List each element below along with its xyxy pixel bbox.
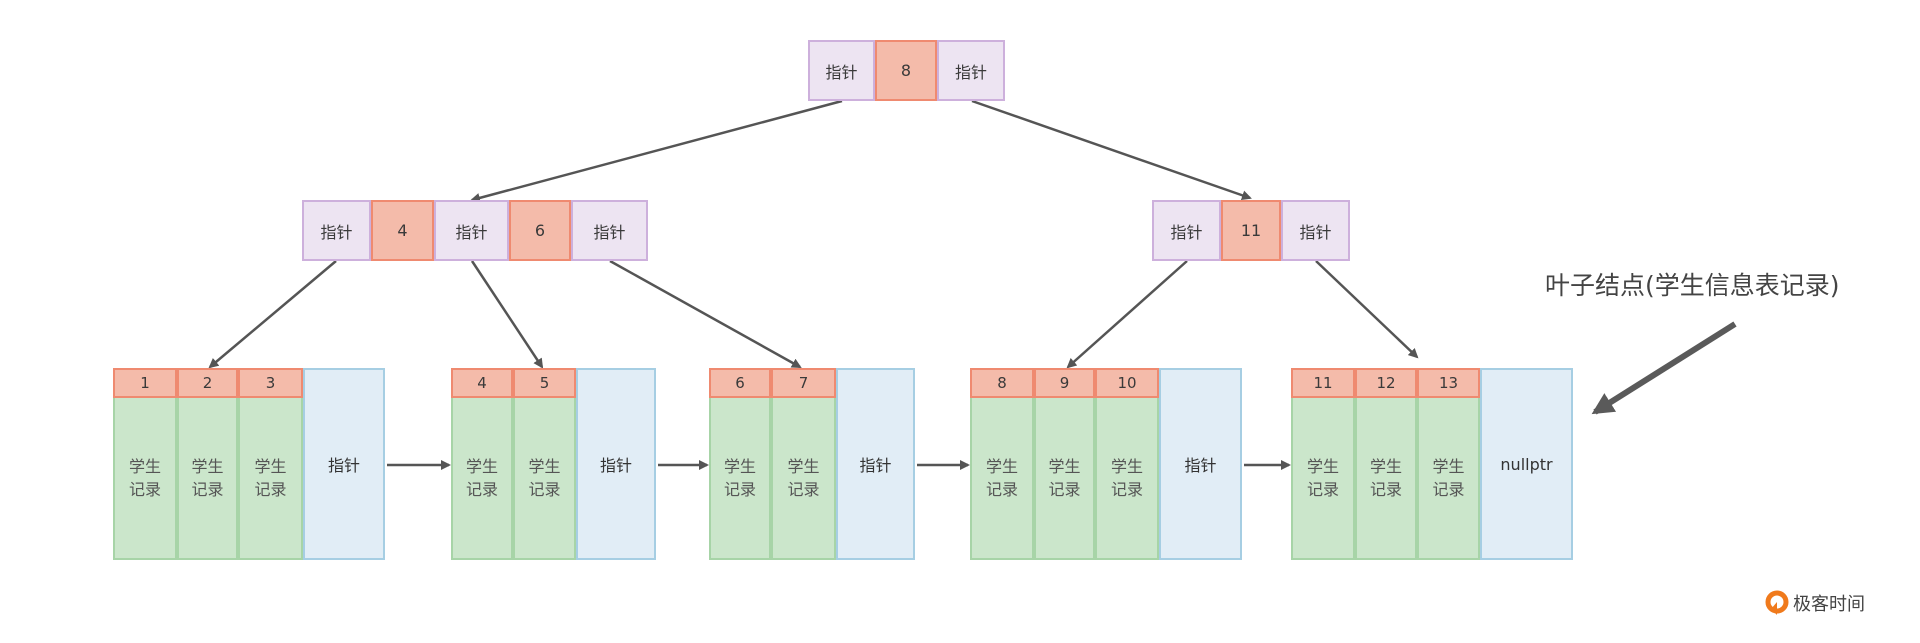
leaf-key-cell: 9	[1034, 368, 1095, 398]
leaf-key-cell: 13	[1417, 368, 1480, 398]
leaf-annotation: 叶子结点(学生信息表记录)	[1545, 271, 1840, 300]
student-record-cell: 学生记录	[177, 396, 238, 560]
student-record-cell: 学生记录	[238, 396, 303, 560]
watermark-logo: 极客时间	[1765, 590, 1865, 616]
student-record-cell: 学生记录	[970, 396, 1034, 560]
internal-left-pointer-cell: 指针	[434, 200, 509, 261]
leaf-next-pointer-cell: 指针	[1159, 368, 1242, 560]
student-record-cell: 学生记录	[771, 396, 836, 560]
leaf-null-pointer-cell: nullptr	[1480, 368, 1573, 560]
student-record-cell: 学生记录	[709, 396, 771, 560]
geektime-logo-icon	[1765, 590, 1789, 615]
leaf-key-cell: 10	[1095, 368, 1159, 398]
internal-left-pointer-cell: 指针	[302, 200, 371, 261]
leaf-key-cell: 4	[451, 368, 513, 398]
tree-edge	[1315, 260, 1419, 359]
leaf-key-cell: 5	[513, 368, 576, 398]
student-record-cell: 学生记录	[513, 396, 576, 560]
root-pointer-cell: 指针	[937, 40, 1005, 101]
internal-right-key-cell: 11	[1221, 200, 1281, 261]
leaf-next-pointer-cell: 指针	[836, 368, 915, 560]
leaf-key-cell: 8	[970, 368, 1034, 398]
leaf-key-cell: 1	[113, 368, 177, 398]
leaf-key-cell: 6	[709, 368, 771, 398]
tree-edge	[971, 99, 1252, 201]
student-record-cell: 学生记录	[113, 396, 177, 560]
leaf-key-cell: 2	[177, 368, 238, 398]
leaf-key-cell: 3	[238, 368, 303, 398]
leaf-next-pointer-cell: 指针	[303, 368, 385, 560]
internal-right-pointer-cell: 指针	[1152, 200, 1221, 261]
student-record-cell: 学生记录	[1355, 396, 1417, 560]
root-pointer-cell: 指针	[808, 40, 875, 101]
internal-left-pointer-cell: 指针	[571, 200, 648, 261]
leaf-key-cell: 11	[1291, 368, 1355, 398]
leaf-key-cell: 12	[1355, 368, 1417, 398]
root-key-cell: 8	[875, 40, 937, 101]
student-record-cell: 学生记录	[1291, 396, 1355, 560]
student-record-cell: 学生记录	[451, 396, 513, 560]
tree-edge	[208, 260, 337, 369]
tree-edge	[470, 260, 544, 369]
tree-edge	[1066, 260, 1188, 369]
internal-left-key-cell: 6	[509, 200, 571, 261]
student-record-cell: 学生记录	[1095, 396, 1159, 560]
tree-edge	[470, 99, 843, 203]
leaf-next-pointer-cell: 指针	[576, 368, 656, 560]
student-record-cell: 学生记录	[1417, 396, 1480, 560]
annotation-arrow	[1591, 321, 1737, 415]
leaf-key-cell: 7	[771, 368, 836, 398]
internal-right-pointer-cell: 指针	[1281, 200, 1350, 261]
student-record-cell: 学生记录	[1034, 396, 1095, 560]
internal-left-key-cell: 4	[371, 200, 434, 261]
watermark-text: 极客时间	[1793, 594, 1865, 615]
tree-edge	[609, 259, 802, 369]
